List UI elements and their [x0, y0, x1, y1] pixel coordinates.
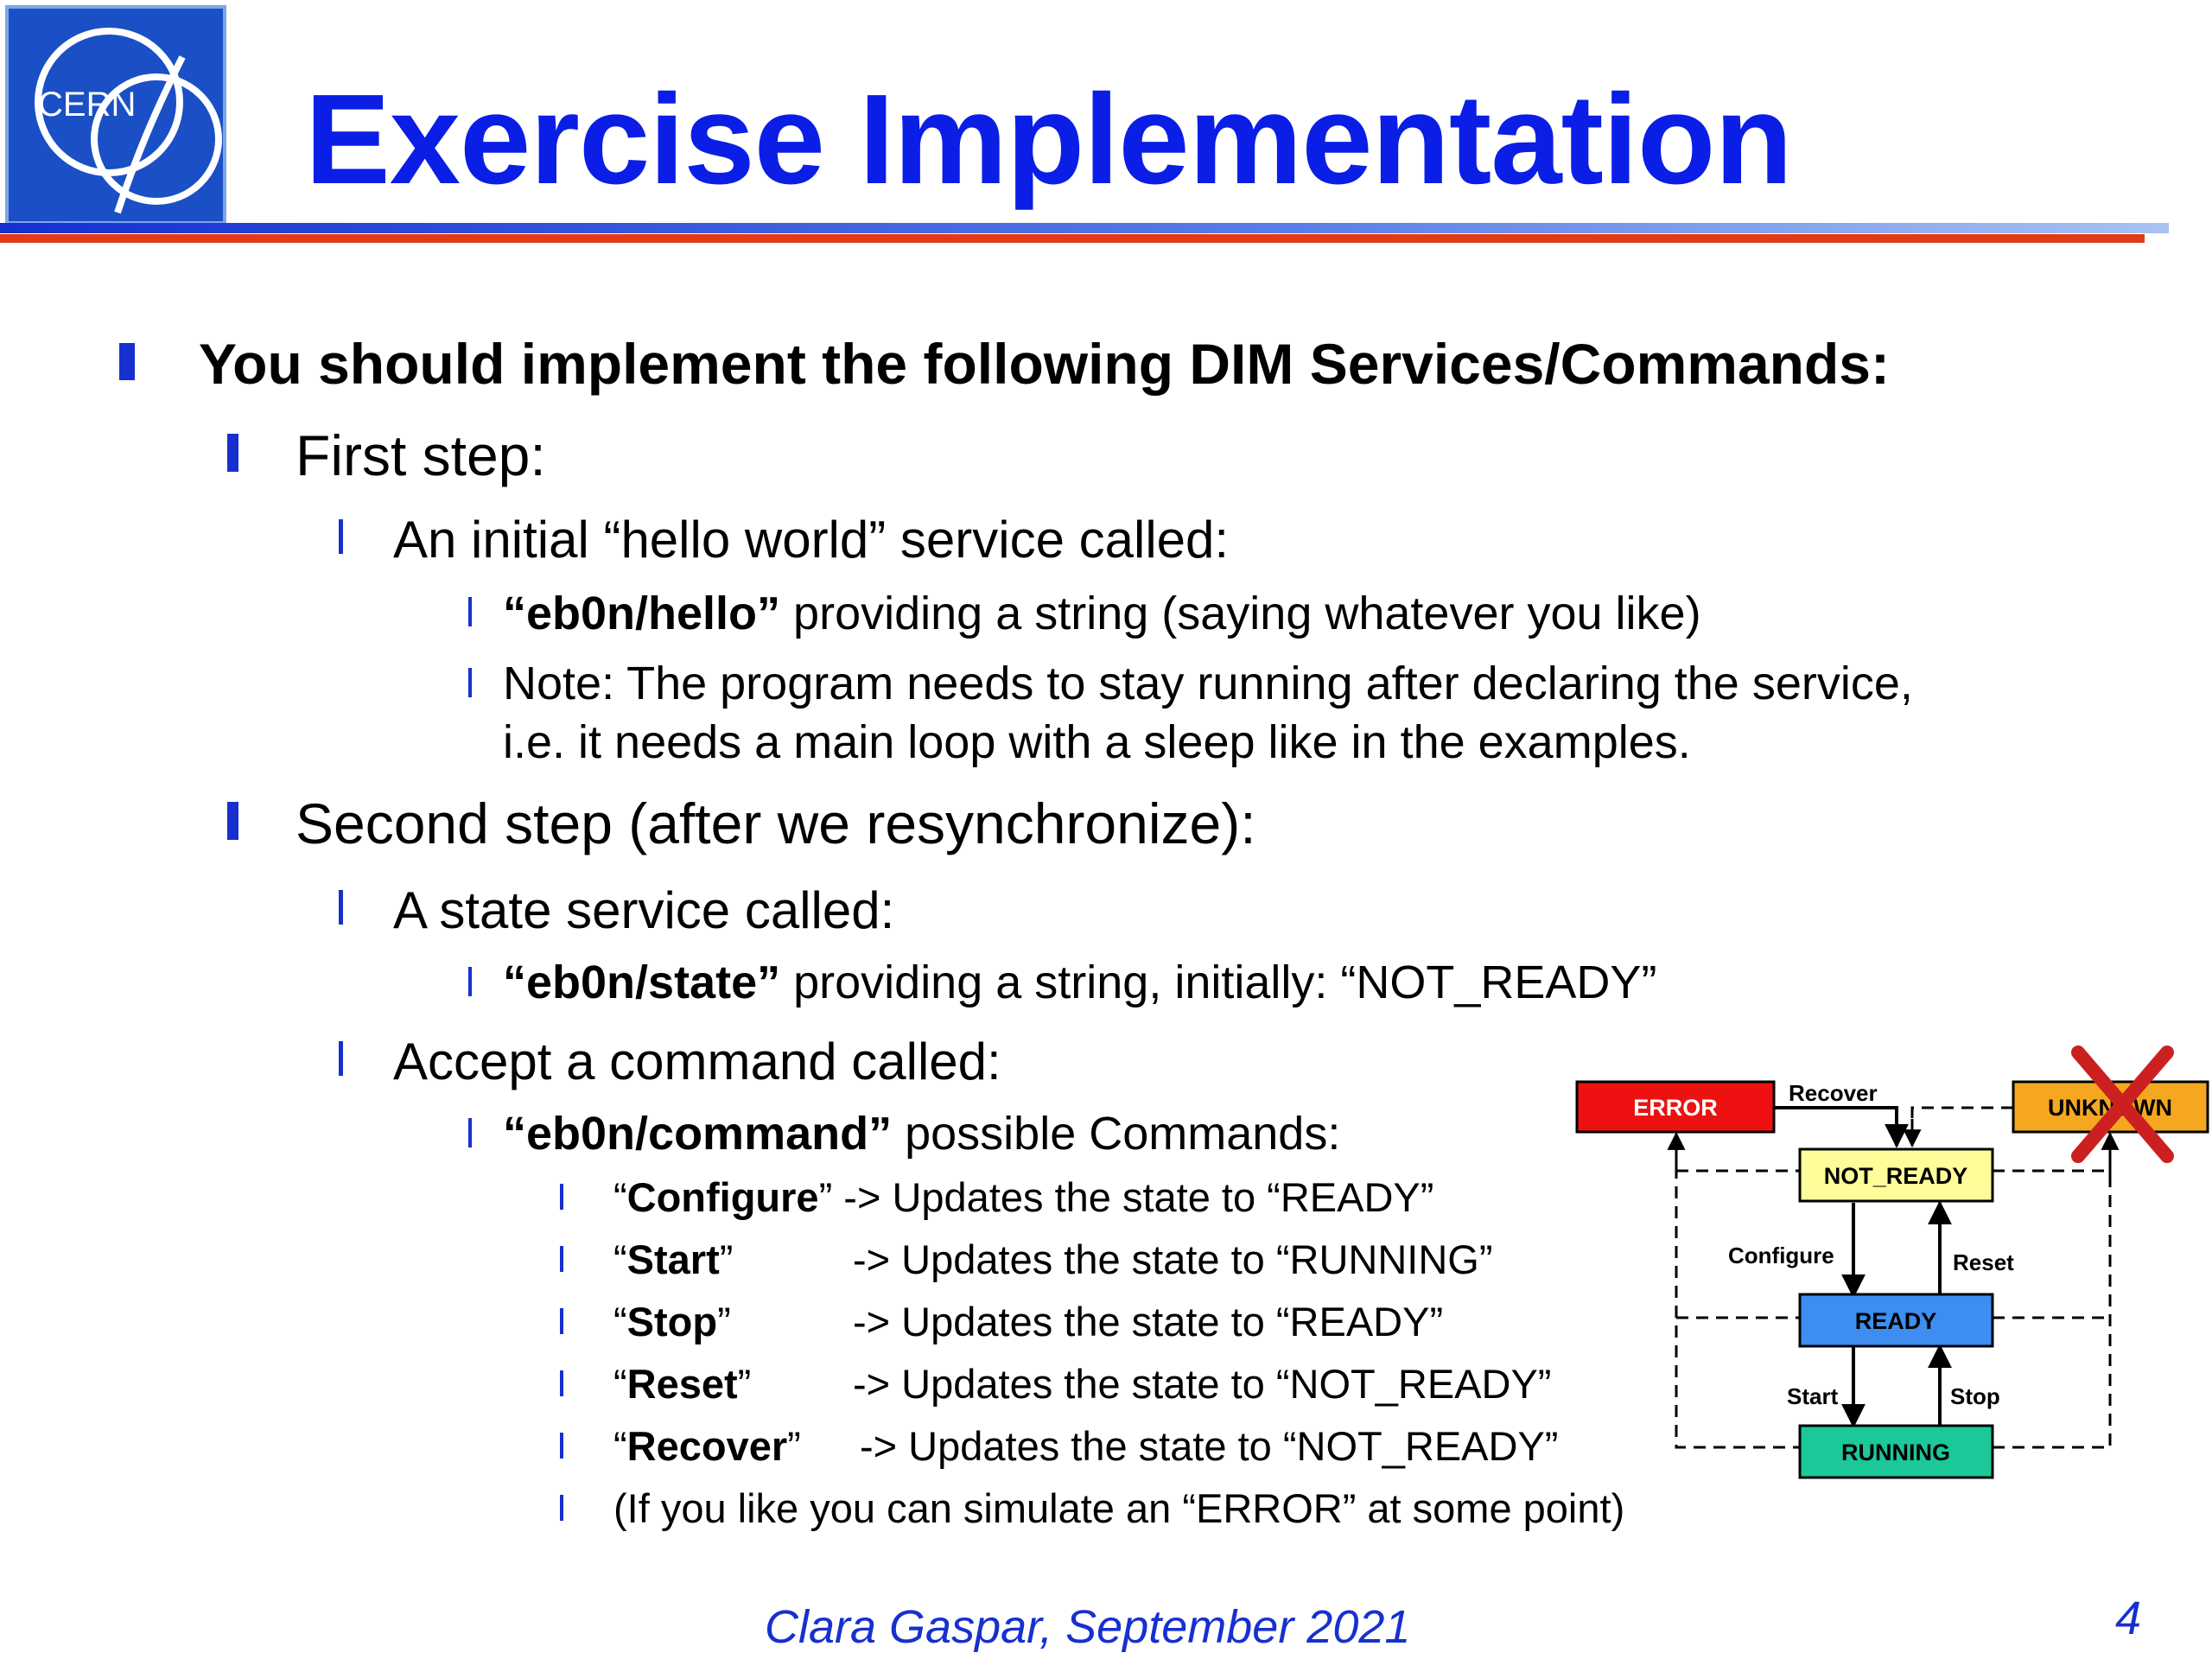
- hello-service-name: “eb0n/hello”: [503, 588, 781, 639]
- command-service-name: “eb0n/command”: [503, 1108, 893, 1160]
- bullet-marker: [468, 597, 472, 626]
- main-heading: You should implement the following DIM S…: [199, 332, 1890, 396]
- state-running-label: RUNNING: [1841, 1440, 1950, 1465]
- bullet-marker: [227, 434, 238, 472]
- note-line-1: Note: The program needs to stay running …: [503, 658, 1913, 709]
- bullet-marker: [560, 1370, 563, 1396]
- hello-service-line: “eb0n/hello” providing a string (saying …: [503, 590, 1701, 637]
- error-note: (If you like you can simulate an “ERROR”…: [613, 1485, 1625, 1531]
- bullet-marker: [560, 1246, 563, 1272]
- state-error-label: ERROR: [1633, 1095, 1718, 1121]
- note-line-2: i.e. it needs a main loop with a sleep l…: [503, 716, 1691, 768]
- recover-label: Recover: [1789, 1080, 1878, 1106]
- cross-icon: [2071, 1046, 2174, 1163]
- configure-label: Configure: [1728, 1243, 1834, 1268]
- state-diagram: ERROR UNKNOWN NOT_READY READY RUNNING Re…: [1575, 1046, 2209, 1479]
- title-rule-blue: [0, 223, 2169, 233]
- state-not-ready-label: NOT_READY: [1824, 1163, 1968, 1189]
- bullet-marker: [560, 1433, 563, 1459]
- bullet-marker: [339, 519, 343, 554]
- hello-service-desc: providing a string (saying whatever you …: [780, 588, 1701, 639]
- bullet-marker: [227, 802, 238, 840]
- state-ready-box: [1798, 1293, 1994, 1348]
- command-service-line: “eb0n/command” possible Commands:: [503, 1110, 1340, 1157]
- step1-item: An initial “hello world” service called:: [393, 511, 1230, 569]
- command-stop: “Stop”: [613, 1299, 731, 1344]
- command-recover: “Recover”: [613, 1423, 801, 1469]
- command-service-desc: possible Commands:: [892, 1108, 1341, 1160]
- bullet-marker: [560, 1184, 563, 1210]
- state-ready-label: READY: [1855, 1308, 1937, 1334]
- bullet-marker: [468, 1118, 472, 1147]
- command-recover-effect: -> Updates the state to “NOT_READY”: [860, 1423, 1559, 1469]
- state-service-line: “eb0n/state” providing a string, initial…: [503, 959, 1656, 1006]
- bullet-marker: [468, 967, 472, 996]
- command-configure: “Configure” -> Updates the state to “REA…: [613, 1174, 1434, 1220]
- reset-label: Reset: [1953, 1249, 2014, 1275]
- state-item: A state service called:: [393, 881, 895, 939]
- state-error-box: [1575, 1080, 1776, 1134]
- start-label: Start: [1787, 1383, 1839, 1409]
- recover-arrow: [1774, 1106, 1909, 1148]
- command-reset-effect: -> Updates the state to “NOT_READY”: [853, 1361, 1552, 1407]
- command-start-effect: -> Updates the state to “RUNNING”: [853, 1236, 1493, 1282]
- command-start: “Start”: [613, 1236, 734, 1282]
- stop-label: Stop: [1950, 1383, 2000, 1409]
- page-number: 4: [2115, 1592, 2142, 1644]
- bullet-marker: [560, 1308, 563, 1334]
- step1-label: First step:: [296, 423, 546, 487]
- footer-author: Clara Gaspar, September 2021: [765, 1601, 1411, 1653]
- command-stop-effect: -> Updates the state to “READY”: [853, 1299, 1444, 1344]
- cern-logo-text: CERN: [38, 86, 136, 124]
- state-not-ready-box: [1798, 1147, 1994, 1203]
- bullet-marker: [560, 1495, 563, 1521]
- command-item: Accept a command called:: [393, 1033, 1001, 1090]
- bullet-marker: [468, 668, 472, 697]
- cern-logo: CERN: [5, 5, 226, 225]
- title-rule-red: [0, 234, 2145, 243]
- state-running-box: [1798, 1424, 1994, 1479]
- bullet-marker: [339, 1041, 343, 1076]
- command-reset: “Reset”: [613, 1361, 752, 1407]
- page-title: Exercise Implementation: [305, 68, 1793, 211]
- step2-label: Second step (after we resynchronize):: [296, 791, 1256, 855]
- state-service-desc: providing a string, initially: “NOT_READ…: [780, 957, 1657, 1008]
- bullet-marker: [119, 343, 135, 380]
- state-service-name: “eb0n/state”: [503, 957, 781, 1008]
- bullet-marker: [339, 890, 343, 925]
